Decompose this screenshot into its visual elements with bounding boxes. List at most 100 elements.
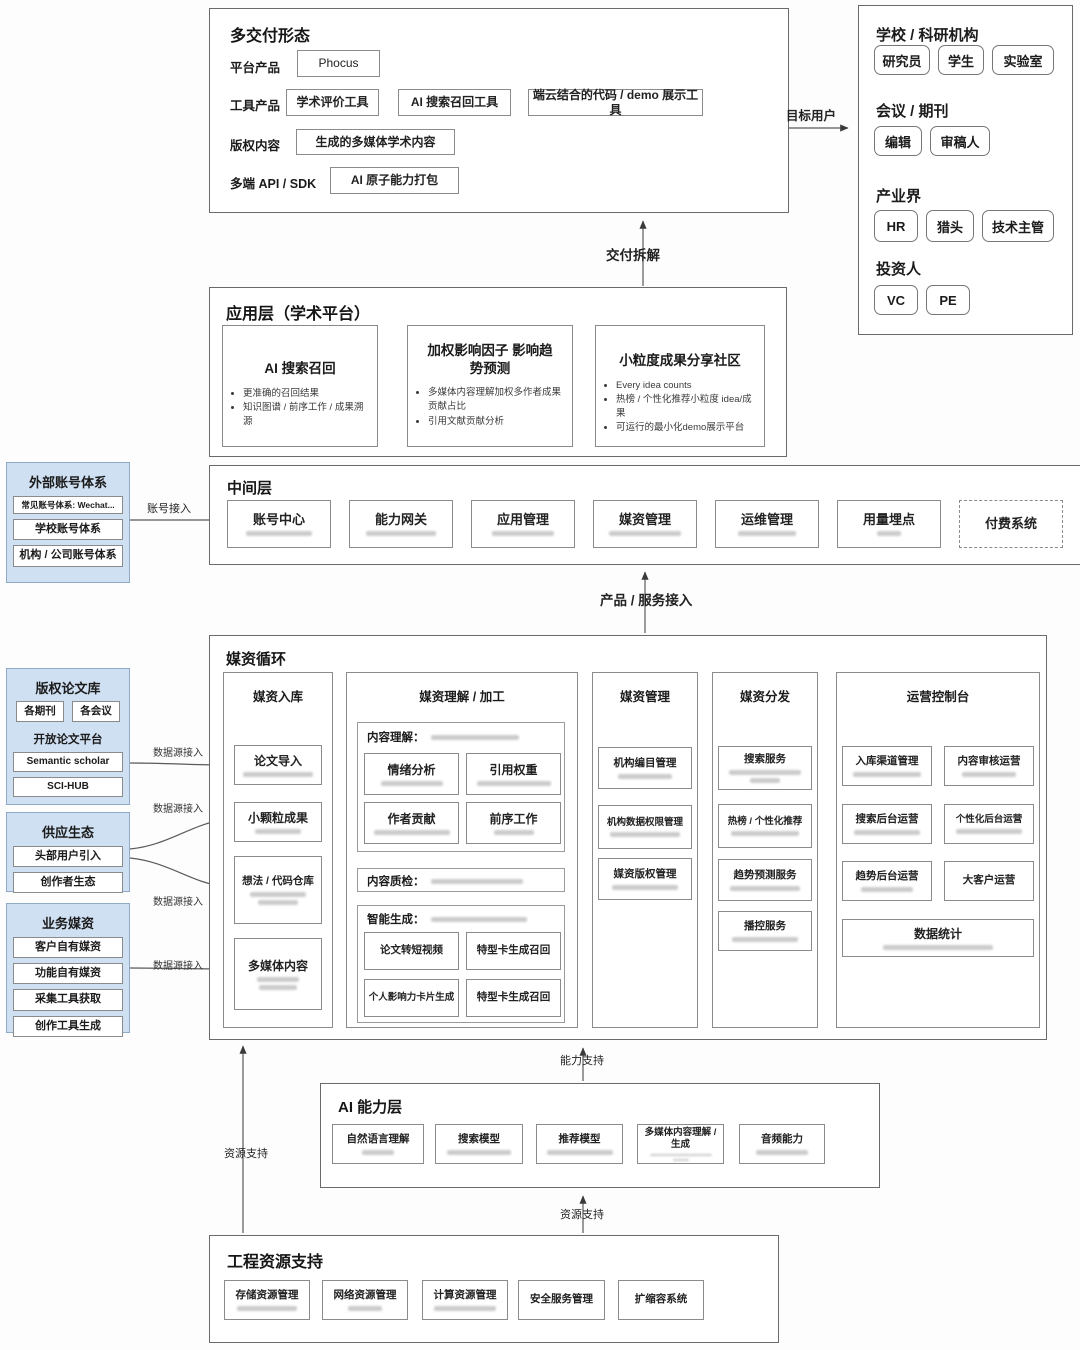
open-platform-label: 开放论文平台 [33,733,103,746]
node-org-catalog: 机构编目管理 [598,747,692,789]
node-multimodal-model: 多媒体内容理解 / 生成 [637,1124,724,1164]
node-search-model: 搜索模型 [435,1124,523,1164]
node-capability-gateway: 能力网关 [349,500,453,548]
group-title: 学校 / 科研机构 [876,27,979,44]
node-org-data-permission: 机构数据权限管理 [598,805,692,849]
node-network-resource: 网络资源管理 [322,1280,408,1320]
external-accounts-panel: 外部账号体系 常见账号体系: Wechat... 学校账号体系 机构 / 公司账… [6,462,130,583]
node-trend-backend-ops: 趋势后台运营 [842,861,932,901]
biz-item: 客户自有媒资 [13,937,123,959]
label-capability-support: 能力支持 [560,1055,604,1067]
node-trend-predict: 趋势预测服务 [718,859,812,901]
node-security-service: 安全服务管理 [518,1280,605,1320]
label-delivery-split: 交付拆解 [606,248,660,263]
node-vc: VC [874,285,918,315]
node-media-copyright: 媒资版权管理 [598,858,692,900]
node-phocus: Phocus [297,50,380,77]
card-ai-search-recall: AI 搜索召回 更准确的召回结果 知识图谱 / 前序工作 / 成果溯源 [222,325,378,447]
node-content-review-ops: 内容审核运营 [944,746,1034,786]
biz-item: 采集工具获取 [13,989,123,1011]
node-key-account-ops: 大客户运营 [944,861,1034,901]
node-paper-to-video: 论文转短视频 [364,932,459,970]
node-reviewer: 审稿人 [930,126,990,156]
node-ops-management: 运维管理 [715,500,819,548]
node-editor: 编辑 [874,126,922,156]
card-idea-community: 小粒度成果分享社区 Every idea counts 热榜 / 个性化推荐小粒… [595,325,765,447]
node-hot-recommend: 热榜 / 个性化推荐 [718,804,812,848]
label-resource-support: 资源支持 [560,1209,604,1221]
row-label: 工具产品 [230,99,281,113]
supply-item: 头部用户引入 [13,846,123,868]
label-datasource-in: 数据源接入 [153,897,203,908]
node-hr: HR [874,210,918,242]
biz-item: 创作工具生成 [13,1015,123,1037]
node-media-management: 媒资管理 [593,500,697,548]
label-datasource-in: 数据源接入 [153,804,203,815]
distribution-column: 媒资分发 [712,672,818,1028]
card-bullets: 多媒体内容理解加权多作者成果贡献占比 引用文献贡献分析 [428,386,572,429]
panel-title: 媒资循环 [226,651,287,668]
row-label: 平台产品 [230,61,281,75]
node-influence-card: 个人影响力卡片生成 [364,979,459,1017]
node-recommend-model: 推荐模型 [536,1124,623,1164]
node-headhunter: 猎头 [926,210,974,242]
panel-title: AI 能力层 [338,1099,403,1116]
node-sentiment: 情绪分析 [364,753,459,795]
card-bullets: Every idea counts 热榜 / 个性化推荐小粒度 idea/成果 … [616,379,764,436]
node-small-grain: 小颗粒成果 [234,802,322,842]
panel-title: 中间层 [227,480,273,497]
biz-media-panel: 业务媒资 客户自有媒资 功能自有媒资 采集工具获取 创作工具生成 [6,903,130,1037]
label-datasource-in: 数据源接入 [153,748,203,759]
node-multimedia-content: 生成的多媒体学术内容 [296,129,455,155]
node-student: 学生 [938,45,984,75]
ops-console-column: 运营控制台 [836,672,1040,1028]
card-title: 小粒度成果分享社区 [619,353,741,368]
node-payment-system: 付费系统 [959,500,1063,548]
panel-title: 工程资源支持 [227,1254,324,1271]
node-lab: 实验室 [992,45,1054,75]
node-data-stats: 数据统计 [842,919,1034,957]
node-ai-atomic-sdk: AI 原子能力打包 [330,167,459,194]
content-qc-section [357,868,565,892]
node-citation-weight: 引用权重 [466,753,561,795]
section-label: 智能生成： [367,911,527,927]
account-item: 机构 / 公司账号体系 [13,545,123,567]
node-eval-tool: 学术评价工具 [286,89,379,116]
label-account-in: 账号接入 [147,503,191,515]
section-label: 内容理解： [367,729,519,745]
node-demo-tool: 端云结合的代码 / demo 展示工具 [528,88,703,117]
tag-journals: 各期刊 [16,701,64,722]
tag-conferences: 各会议 [72,701,120,722]
node-playback-control: 播控服务 [718,911,812,951]
card-title: 加权影响因子 影响趋势预测 [427,343,553,376]
section-label: 内容质检： [367,873,523,889]
label-target-user: 目标用户 [786,109,837,123]
row-label: 版权内容 [230,139,281,153]
node-compute-resource: 计算资源管理 [422,1280,508,1320]
row-label: 多端 API / SDK [230,177,317,191]
group-title: 投资人 [876,261,922,278]
label-product-in: 产品 / 服务接入 [600,593,693,608]
supply-eco-panel: 供应生态 头部用户引入 创作者生态 [6,812,130,894]
card-bullets: 更准确的召回结果 知识图谱 / 前序工作 / 成果溯源 [243,387,377,430]
management-column: 媒资管理 [592,672,698,1028]
group-title: 产业界 [876,188,922,205]
label-resource-support: 资源支持 [224,1148,268,1160]
node-author-contrib: 作者贡献 [364,802,459,844]
account-item: 常见账号体系: Wechat... [13,496,123,515]
node-storage-resource: 存储资源管理 [224,1280,310,1320]
journal-tags: 各期刊 各会议 [7,701,129,722]
node-paper-import: 论文导入 [234,745,322,785]
node-search-recall-tool: AI 搜索召回工具 [398,89,511,116]
node-autoscaling: 扩缩容系统 [618,1280,704,1320]
panel-title: 多交付形态 [230,28,311,45]
node-audio-capability: 音频能力 [739,1124,825,1164]
node-tech-lead: 技术主管 [982,210,1054,242]
group-title: 会议 / 期刊 [876,103,949,120]
node-nlu: 自然语言理解 [332,1124,424,1164]
label-datasource-in: 数据源接入 [153,961,203,972]
platform-item: SCI-HUB [13,776,123,797]
node-search-service: 搜索服务 [718,746,812,790]
node-multimedia-ingest: 多媒体内容 [234,938,322,1010]
